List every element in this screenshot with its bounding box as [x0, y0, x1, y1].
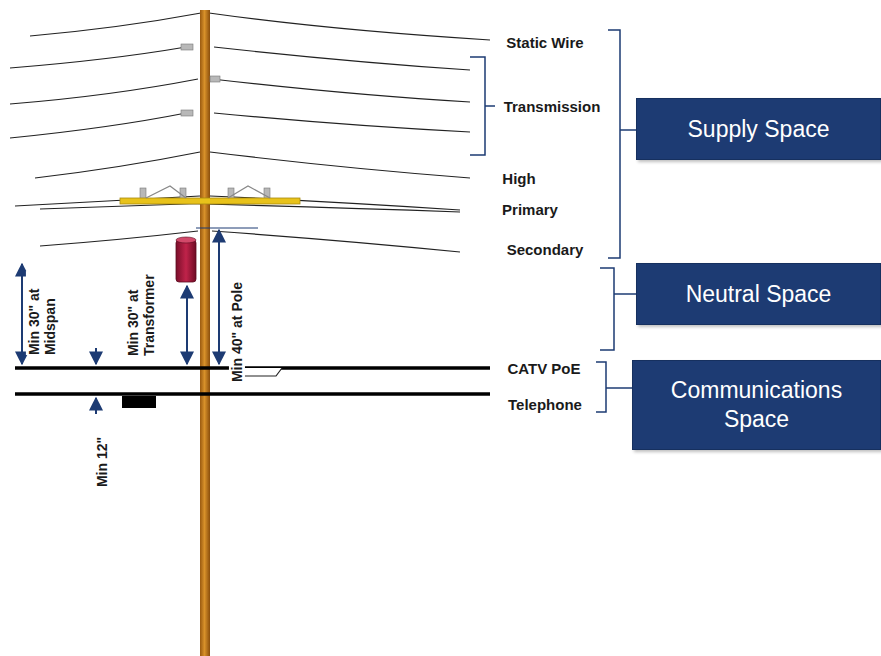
space-label: Supply Space	[688, 115, 830, 144]
wire-label: Secondary	[507, 241, 584, 258]
space-box: Communications Space	[632, 360, 881, 450]
wire-label: Primary	[502, 201, 558, 218]
transformer	[176, 240, 196, 282]
wire-label: CATV PoE	[507, 360, 580, 377]
communication-lines	[15, 368, 490, 408]
crossarm	[120, 198, 300, 204]
dimension-label: Min 12"	[94, 417, 110, 487]
space-box: Neutral Space	[636, 263, 881, 325]
insulators	[140, 44, 270, 200]
utility-pole	[200, 10, 210, 656]
clearance-dimensions	[22, 228, 258, 414]
dimension-label: Min 40" at Pole	[229, 242, 245, 382]
wire-label: High	[502, 170, 535, 187]
space-box: Supply Space	[636, 98, 881, 160]
wire-label: Transmission	[504, 98, 601, 115]
wire-label: Telephone	[508, 396, 582, 413]
dimension-label: Min 30" at Transformer	[125, 266, 157, 356]
overhead-wires	[10, 13, 490, 252]
space-label: Neutral Space	[686, 280, 832, 309]
space-label: Communications Space	[643, 376, 870, 434]
wire-label: Static Wire	[506, 34, 583, 51]
brackets	[470, 30, 636, 412]
dimension-label: Min 30" at Midspan	[26, 271, 58, 355]
